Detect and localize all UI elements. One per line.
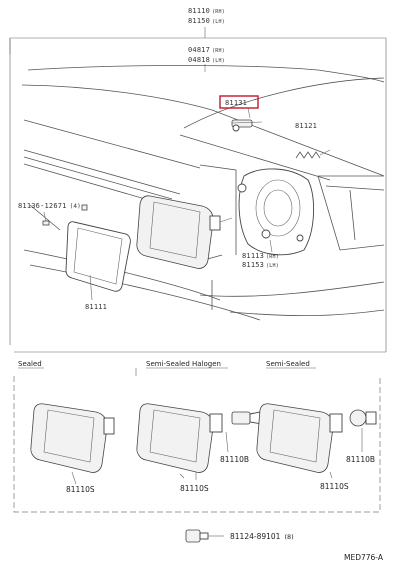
adjuster-screw xyxy=(231,119,263,132)
bottom-part: 81124-89101(8) xyxy=(185,529,294,543)
callout-81131[interactable]: 81131 xyxy=(225,99,247,107)
callout-screw-group: 81136-12671(4) xyxy=(18,202,88,226)
callout-sealed-81110S[interactable]: 81110S xyxy=(66,485,95,494)
callout-semi-81110B[interactable]: 81110B xyxy=(346,455,375,464)
callout-81121[interactable]: 81121 xyxy=(295,122,317,130)
callout-81111[interactable]: 81111 xyxy=(85,303,107,311)
callout-halogen-81110S[interactable]: 81110S xyxy=(180,484,209,493)
callout-81124-89101[interactable]: 81124-89101(8) xyxy=(230,532,294,541)
callout-halogen-81110B[interactable]: 81110B xyxy=(220,455,249,464)
clip-icon xyxy=(185,529,201,543)
spring-part xyxy=(295,149,331,159)
semi-sealed-lamp-unit: 81110B 81110S xyxy=(256,403,377,491)
headlamp-rim: 81111 xyxy=(65,221,131,311)
lower-bracket xyxy=(13,368,381,513)
assembly-sealed-beam xyxy=(136,195,233,269)
callout-81113[interactable]: 81113(RH) xyxy=(242,252,279,260)
callout-81110[interactable]: 81110(RH) xyxy=(188,7,225,15)
callout-04818[interactable]: 04818(LH) xyxy=(188,56,225,64)
callout-81131-group: 81131 xyxy=(219,95,259,119)
callout-81153[interactable]: 81153(LH) xyxy=(242,261,279,269)
section-headers: Sealed Semi-Sealed Halogen Semi-Sealed xyxy=(18,360,316,369)
bulb-icon xyxy=(349,409,367,427)
section-semi-sealed-halogen: Semi-Sealed Halogen xyxy=(146,360,221,368)
sealed-lamp-unit: 81110S xyxy=(30,403,115,494)
section-semi-sealed: Semi-Sealed xyxy=(266,360,310,368)
callout-81150[interactable]: 81150(LH) xyxy=(188,17,225,25)
semi-halogen-lamp-unit: 81110B 81110S xyxy=(136,403,263,493)
highlight-box xyxy=(219,95,259,109)
upper-bracket xyxy=(9,27,387,352)
callout-04817[interactable]: 04817(RH) xyxy=(188,46,225,54)
section-sealed: Sealed xyxy=(18,360,42,368)
diagram-code: MED776-A xyxy=(344,553,384,562)
top-callouts: 81110(RH) 81150(LH) 04817(RH) 04818(LH) xyxy=(188,7,225,64)
callout-semi-81110S[interactable]: 81110S xyxy=(320,482,349,491)
car-front-body xyxy=(21,65,385,321)
callout-81136-12671[interactable]: 81136-12671(4) xyxy=(18,202,81,210)
headlamp-housing: 81113(RH) 81153(LH) xyxy=(237,168,315,269)
